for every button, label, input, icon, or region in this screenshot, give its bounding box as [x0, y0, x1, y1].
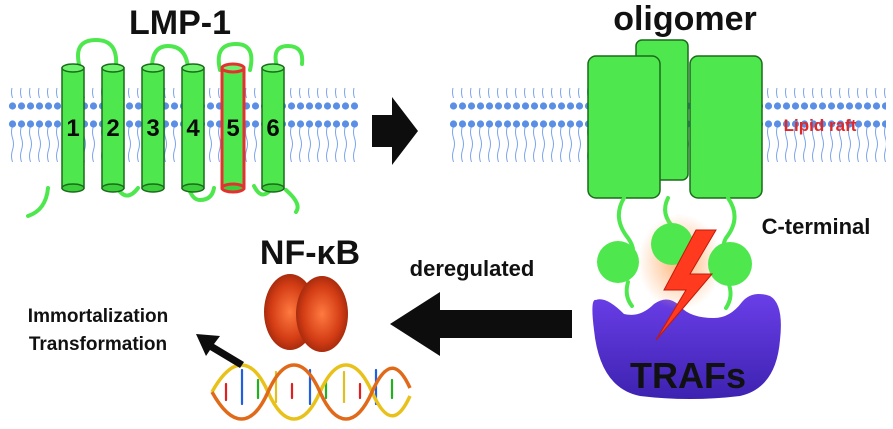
helix-label-4: 4: [186, 115, 200, 142]
helix-6: [261, 63, 285, 193]
arrow-left-icon: [390, 292, 572, 356]
outcome-immortalization: Immortalization: [28, 306, 168, 327]
trafs-shape: [592, 294, 781, 399]
c-terminal-label: C-terminal: [762, 214, 871, 239]
helix-label-3: 3: [146, 115, 159, 142]
outcome-transformation: Transformation: [29, 334, 167, 355]
nfkb-title: NF-κB: [260, 234, 360, 272]
nfkb-dimer: [264, 274, 348, 352]
lipid-raft-label: Lipid raft: [784, 116, 857, 135]
helix-1: [61, 63, 85, 193]
helix-2: [101, 63, 125, 193]
arrow-right-icon: [372, 97, 418, 165]
oligomer: [587, 39, 763, 199]
helix-4: [181, 63, 205, 193]
helix-label-6: 6: [266, 115, 279, 142]
oligomer-title: oligomer: [613, 0, 757, 38]
helix-5-highlighted: [220, 62, 246, 194]
trafs-label: TRAFs: [630, 355, 746, 396]
arrow-outcome-icon: [196, 334, 244, 368]
deregulated-label: deregulated: [410, 256, 535, 281]
helix-label-1: 1: [66, 115, 79, 142]
lmp1-helices: [61, 62, 285, 194]
helix-label-2: 2: [106, 115, 119, 142]
lightning-icon: [655, 229, 717, 341]
dna-helix: [210, 363, 412, 421]
helix-3: [141, 63, 165, 193]
helix-label-5: 5: [226, 115, 239, 142]
lmp1-title: LMP-1: [129, 4, 231, 42]
